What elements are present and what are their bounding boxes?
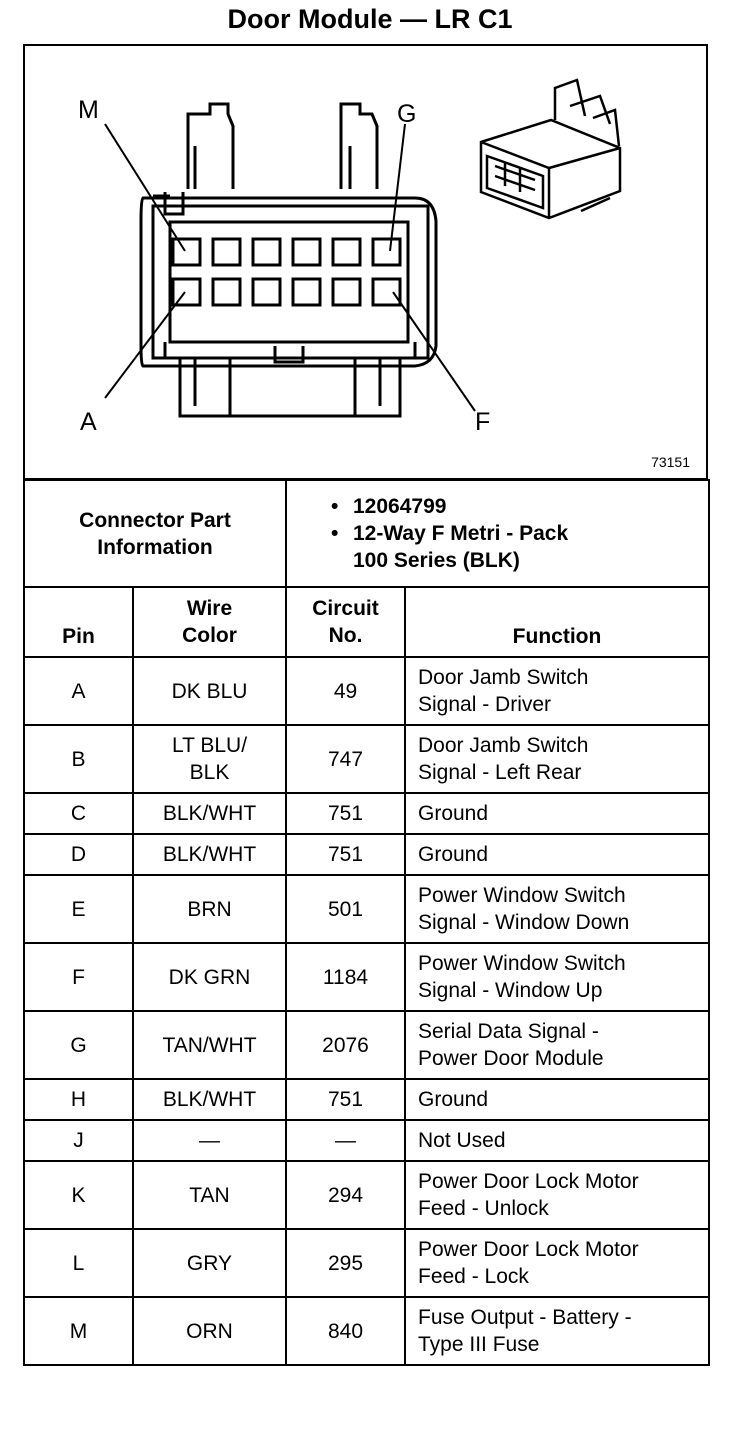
table-row: J——Not Used	[23, 1119, 711, 1162]
circuit-cell: 2076	[285, 1010, 406, 1080]
circuit-cell: 295	[285, 1228, 406, 1298]
pin-cell: G	[23, 1010, 134, 1080]
function-cell: Ground	[403, 833, 711, 876]
part-number: •12064799	[331, 495, 447, 518]
circuit-cell: 1184	[285, 942, 406, 1012]
function-cell: Fuse Output - Battery -Type III Fuse	[403, 1296, 711, 1366]
wire-color-cell: —	[132, 1119, 287, 1162]
connector-description: •12-Way F Metri - Pack	[331, 522, 569, 545]
circuit-cell: —	[285, 1119, 406, 1162]
header-function: Function	[403, 586, 711, 658]
wire-color-cell: LT BLU/BLK	[132, 724, 287, 794]
wire-color-cell: DK GRN	[132, 942, 287, 1012]
wire-color-cell: BLK/WHT	[132, 1078, 287, 1121]
circuit-cell: 294	[285, 1160, 406, 1230]
wire-color-cell: TAN	[132, 1160, 287, 1230]
wire-color-cell: BLK/WHT	[132, 833, 287, 876]
page-title: Door Module — LR C1	[227, 4, 513, 34]
wire-color-cell: BLK/WHT	[132, 792, 287, 835]
pin-g-label: G	[397, 100, 417, 128]
connector-info-values: •12064799 •12-Way F Metri - Pack 100 Ser…	[284, 479, 711, 588]
circuit-cell: 751	[285, 1078, 406, 1121]
pin-cell: J	[23, 1119, 134, 1162]
pin-cell: M	[23, 1296, 134, 1366]
function-cell: Serial Data Signal -Power Door Module	[403, 1010, 711, 1080]
function-cell: Ground	[403, 792, 711, 835]
wire-color-cell: DK BLU	[132, 656, 287, 726]
pin-a-label: A	[80, 408, 97, 436]
pin-cell: E	[23, 874, 134, 944]
connector-info-row: Connector Part Information •12064799 •12…	[23, 479, 711, 588]
wire-color-cell: GRY	[132, 1228, 287, 1298]
circuit-cell: 501	[285, 874, 406, 944]
circuit-cell: 49	[285, 656, 406, 726]
circuit-cell: 751	[285, 833, 406, 876]
pin-cell: D	[23, 833, 134, 876]
connector-description-line2: 100 Series (BLK)	[353, 549, 520, 572]
pin-m-label: M	[78, 96, 99, 124]
pin-f-label: F	[475, 408, 491, 436]
connector-info-label: Connector Part Information	[23, 479, 287, 588]
figure-number: 73151	[651, 454, 690, 470]
pin-cell: L	[23, 1228, 134, 1298]
pin-cell: F	[23, 942, 134, 1012]
header-pin: Pin	[23, 586, 134, 658]
pinout-table: Connector Part Information •12064799 •12…	[23, 479, 711, 1366]
pin-cell: A	[23, 656, 134, 726]
function-cell: Not Used	[403, 1119, 711, 1162]
wire-color-cell: BRN	[132, 874, 287, 944]
wire-color-cell: ORN	[132, 1296, 287, 1366]
function-cell: Ground	[403, 1078, 711, 1121]
circuit-cell: 747	[285, 724, 406, 794]
connector-face-drawing	[104, 78, 622, 418]
wire-color-cell: TAN/WHT	[132, 1010, 287, 1080]
pin-cell: C	[23, 792, 134, 835]
pin-cell: B	[23, 724, 134, 794]
pin-cell: K	[23, 1160, 134, 1230]
circuit-cell: 751	[285, 792, 406, 835]
pin-cell: H	[23, 1078, 134, 1121]
connector-illustration: M G A F 73151	[23, 44, 708, 480]
circuit-cell: 840	[285, 1296, 406, 1366]
